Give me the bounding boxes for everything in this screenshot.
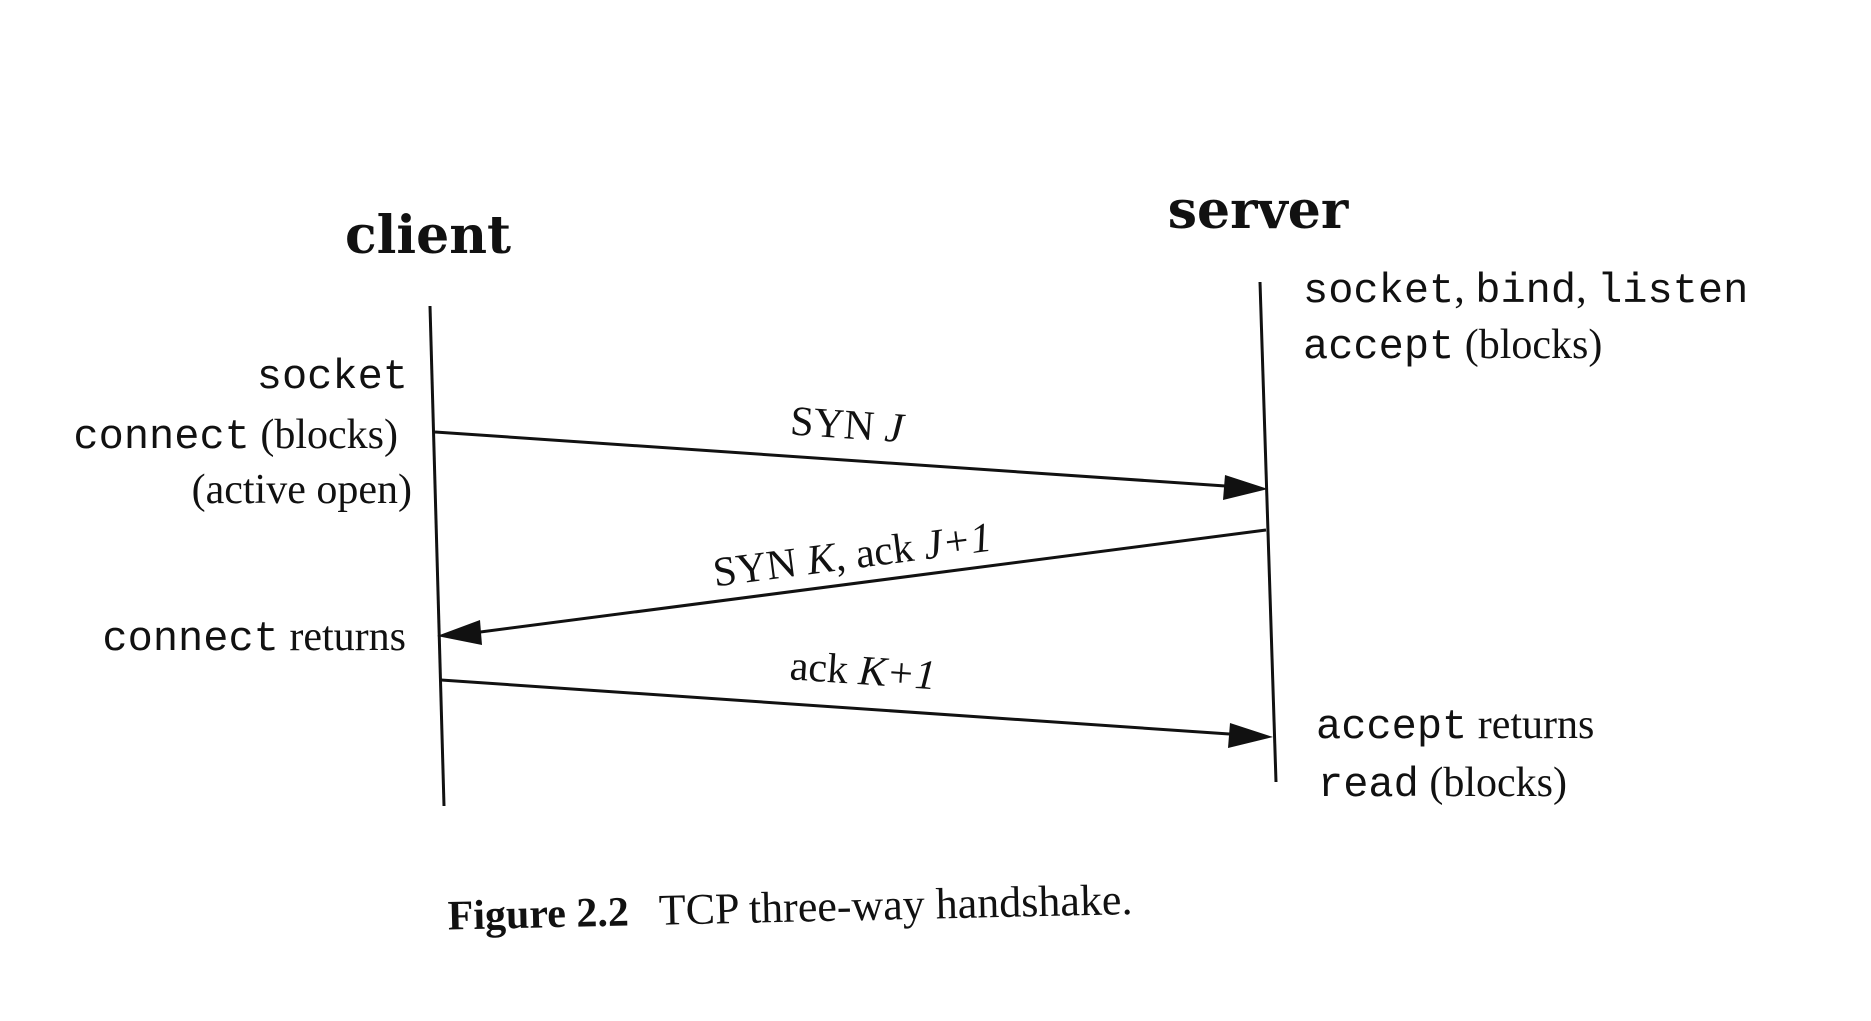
syn-j-arrowhead (1223, 475, 1268, 500)
server-heading: server (1168, 180, 1349, 241)
client-connect-fn: connect (73, 413, 249, 461)
client-connect-returns-label: connect returns (82, 614, 418, 663)
server-socket-fn: socket (1303, 267, 1454, 315)
figure-caption-text: TCP three-way handshake. (658, 875, 1133, 935)
client-connect-returns-word: returns (279, 614, 406, 660)
client-connect-label: connect (blocks) (53, 412, 410, 461)
syn-k-ack-arrowhead (437, 620, 482, 645)
ack-k-arrowhead (1228, 723, 1273, 748)
client-active-open-label: (active open) (192, 467, 412, 513)
ack-k-var: K+1 (856, 648, 937, 699)
server-accept-returns-fn: accept (1316, 703, 1467, 751)
syn-j-prefix: SYN (789, 399, 886, 451)
server-accept-blocks-label: accept (blocks) (1283, 322, 1614, 371)
client-lifeline (428, 305, 446, 807)
syn-j-label: SYN J (769, 397, 917, 453)
server-lifeline (1258, 281, 1278, 783)
server-accept-blocks: (blocks) (1454, 322, 1602, 368)
ack-k-arrow-line (440, 678, 1245, 737)
server-sep2: , (1576, 266, 1597, 312)
syn-k-ack-arrow-line (464, 528, 1267, 636)
server-read-fn: read (1318, 761, 1419, 809)
syn-k-ack-label: SYN K, ack J+1 (690, 513, 1006, 599)
ack-k-label: ack K+1 (768, 642, 949, 700)
server-read-blocks: (blocks) (1419, 760, 1567, 806)
server-listen-fn: listen (1597, 267, 1748, 315)
server-accept-returns-label: accept returns (1296, 702, 1606, 751)
server-accept-fn: accept (1303, 323, 1454, 371)
client-heading: client (345, 205, 511, 266)
syn-j-var: J (883, 405, 907, 452)
ack-k-prefix: ack (788, 643, 860, 694)
server-socket-bind-listen-label: socket, bind, listen (1283, 266, 1760, 315)
figure-number: Figure 2.2 (447, 889, 629, 939)
figure-caption: Figure 2.2 TCP three-way handshake. (427, 875, 1145, 940)
syn-k-ack-var: J+1 (921, 515, 994, 569)
client-socket-label: socket (257, 353, 408, 401)
server-bind-fn: bind (1475, 267, 1576, 315)
server-sep1: , (1454, 266, 1475, 312)
syn-k-suffix: , ack (832, 523, 927, 580)
syn-k-prefix: SYN (710, 539, 810, 597)
syn-j-arrow-line (434, 430, 1241, 489)
server-read-blocks-label: read (blocks) (1298, 760, 1579, 809)
server-accept-returns-word: returns (1467, 702, 1594, 748)
client-connect-blocks: (blocks) (250, 412, 398, 458)
client-connect-returns-fn: connect (102, 615, 278, 663)
